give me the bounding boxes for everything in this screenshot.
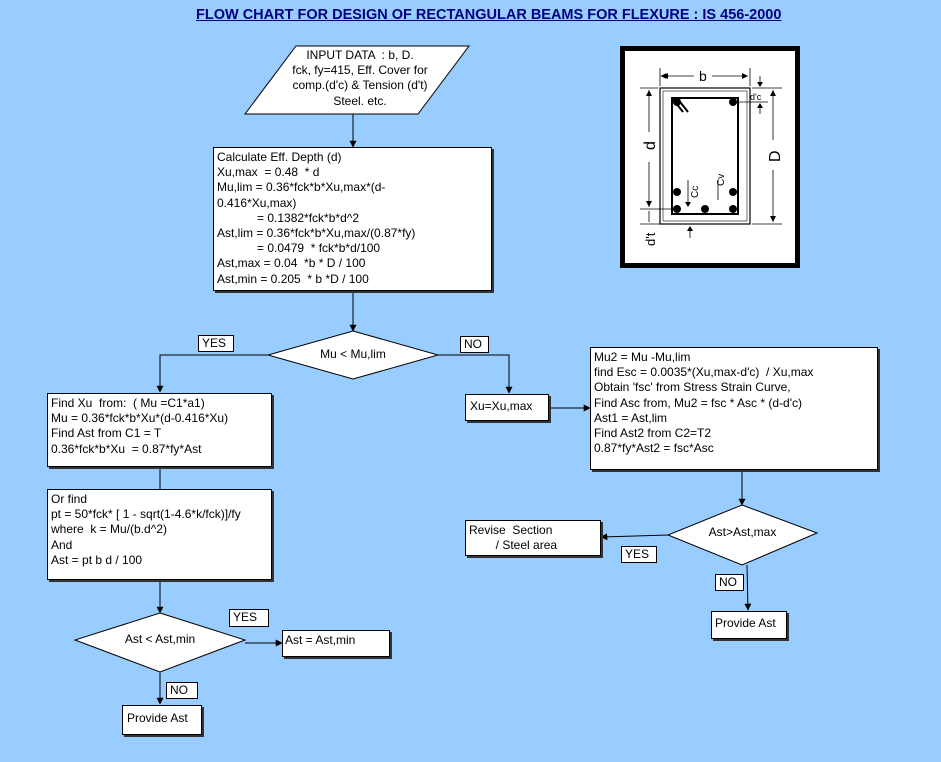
doubly-line: Ast1 = Ast,lim xyxy=(594,410,668,425)
input-parallelogram xyxy=(244,45,470,115)
no-label-astmin: NO xyxy=(166,682,198,699)
label-dc: d'c xyxy=(750,92,762,102)
beam-section-figure: b d'c d D Cc Cv d't xyxy=(620,46,800,268)
label-cv: Cv xyxy=(716,174,727,186)
calc-line: Xu,max = 0.48 * d xyxy=(217,165,320,180)
ast-equals-astmin-box: Ast = Ast,min xyxy=(282,630,390,657)
find-xu-line: Find Ast from C1 = T xyxy=(51,426,162,441)
arrow-no-to-xu-max xyxy=(438,354,513,394)
decision-astmax-diamond xyxy=(666,504,819,566)
calc-line: Ast,max = 0.04 *b * D / 100 xyxy=(217,256,366,271)
revise-line: / Steel area xyxy=(469,538,558,553)
or-find-line: where k = Mu/(b.d^2) xyxy=(51,522,168,537)
find-xu-box: Find Xu from: ( Mu =C1*a1)Mu = 0.36*fck*… xyxy=(47,393,272,467)
revise-line: Revise Section xyxy=(469,523,553,537)
calc-line: Calculate Eff. Depth (d) xyxy=(217,150,342,164)
label-b: b xyxy=(699,68,707,84)
doubly-line: Obtain 'fsc' from Stress Strain Curve, xyxy=(594,380,791,395)
or-find-line: Ast = pt b d / 100 xyxy=(51,552,143,567)
yes-label-astmin: YES xyxy=(229,609,269,627)
page-title: FLOW CHART FOR DESIGN OF RECTANGULAR BEA… xyxy=(196,7,782,23)
no-label-mu: NO xyxy=(460,336,489,353)
provide-ast-left-box: Provide Ast xyxy=(122,705,202,735)
doubly-line: Find Asc from, Mu2 = fsc * Asc * (d-d'c) xyxy=(594,395,803,410)
arrow-yes-to-find-xu xyxy=(156,354,268,393)
doubly-line: Mu2 = Mu -Mu,lim xyxy=(594,350,691,364)
xu-equals-xumax-box: Xu=Xu,max xyxy=(465,394,549,421)
or-find-line: And xyxy=(51,537,73,552)
calc-line: Ast,lim = 0.36*fck*b*Xu,max/(0.87*fy) xyxy=(217,226,416,241)
doubly-line: find Esc = 0.0035*(Xu,max-d'c) / Xu,max xyxy=(594,365,814,380)
or-find-line: pt = 50*fck* [ 1 - sqrt(1-4.6*k/fck)]/fy xyxy=(51,507,241,522)
find-xu-line: Mu = 0.36*fck*b*Xu*(d-0.416*Xu) xyxy=(51,411,229,426)
label-dt: d't xyxy=(643,232,658,246)
input-data-line: fck, fy=415, Eff. Cover for xyxy=(292,63,428,78)
calc-box: Calculate Eff. Depth (d)Xu,max = 0.48 * … xyxy=(213,147,492,291)
yes-label-mu: YES xyxy=(198,335,234,352)
calc-line: 0.416*Xu,max) xyxy=(217,195,297,210)
input-data-line: INPUT DATA : b, D. xyxy=(306,48,414,62)
calc-line: Ast,min = 0.205 * b *D / 100 xyxy=(217,271,369,286)
arrow-no-to-provide-right xyxy=(744,564,752,611)
calc-line: Mu,lim = 0.36*fck*b*Xu,max*(d- xyxy=(217,180,386,195)
decision-mu-diamond xyxy=(266,330,440,380)
input-data-line: Steel. etc. xyxy=(333,93,387,108)
arrow-yes-to-revise xyxy=(600,533,669,541)
revise-section-box: Revise Section / Steel area xyxy=(465,520,601,556)
decision-astmin-diamond xyxy=(73,612,247,673)
input-data-text: INPUT DATA : b, D.fck, fy=415, Eff. Cove… xyxy=(290,48,430,109)
label-D: D xyxy=(767,150,784,162)
or-find-line: Or find xyxy=(51,492,88,506)
find-xu-line: Find Xu from: ( Mu =C1*a1) xyxy=(51,396,205,410)
yes-label-astmax: YES xyxy=(621,546,657,563)
provide-ast-right-box: Provide Ast xyxy=(711,611,787,639)
calc-line: = 0.1382*fck*b*d^2 xyxy=(217,210,360,225)
find-xu-line: 0.36*fck*b*Xu = 0.87*fy*Ast xyxy=(51,441,202,456)
label-cc: Cc xyxy=(690,186,701,198)
input-data-line: comp.(d'c) & Tension (d't) xyxy=(292,78,428,93)
decision-mu-text: Mu < Mu,lim xyxy=(320,347,386,361)
decision-astmax-text: Ast>Ast,max xyxy=(708,525,777,539)
calc-line: = 0.0479 * fck*b*d/100 xyxy=(217,241,381,256)
doubly-line: Find Ast2 from C2=T2 xyxy=(594,426,712,441)
decision-astmin-text: Ast < Ast,min xyxy=(124,632,196,646)
no-label-astmax: NO xyxy=(715,574,744,591)
doubly-line: 0.87*fy*Ast2 = fsc*Asc xyxy=(594,441,714,456)
label-d: d xyxy=(642,141,659,150)
